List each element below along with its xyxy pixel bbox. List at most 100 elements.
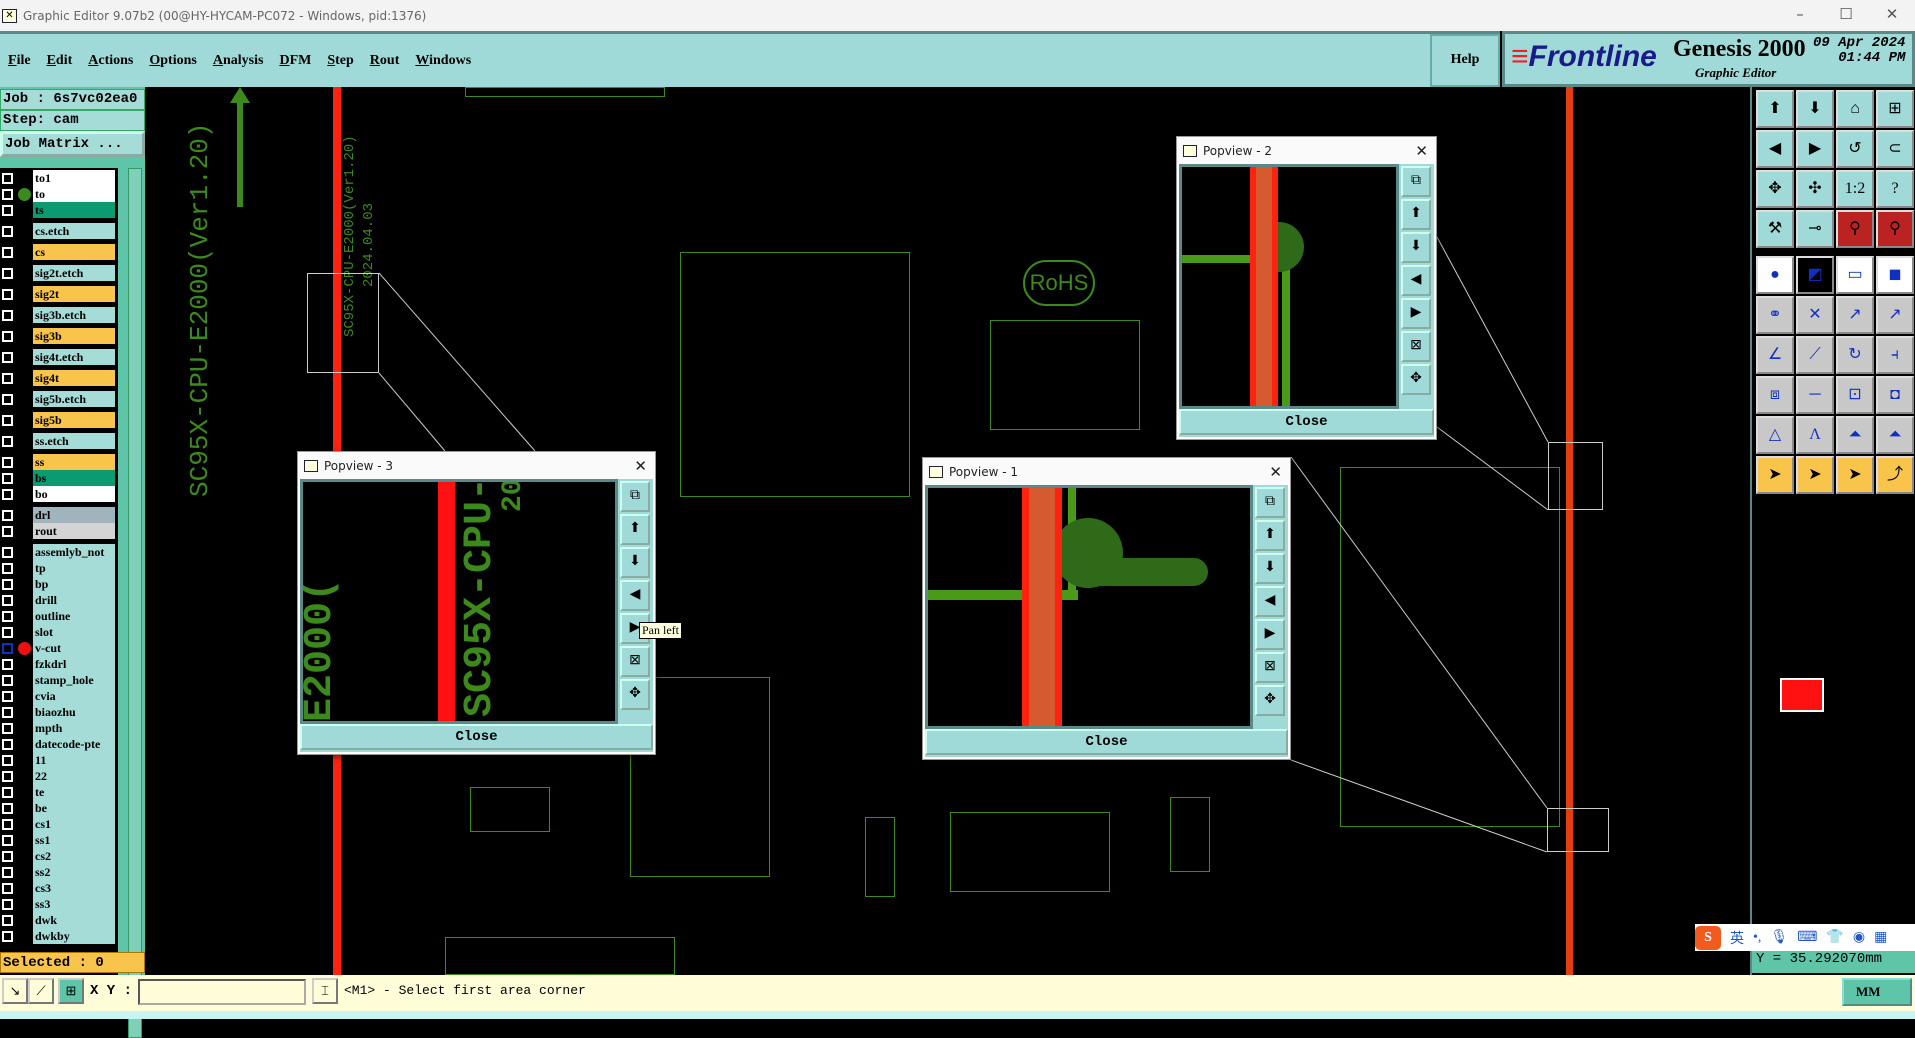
layer-name[interactable]: sig2t.etch [33, 265, 115, 281]
layer-row-v-cut[interactable]: v-cut [0, 640, 118, 656]
layer-checkbox[interactable] [2, 247, 13, 258]
layer-name[interactable]: to [33, 186, 115, 202]
layer-row-dwkby[interactable]: dwkby [0, 928, 118, 944]
punctuation-icon[interactable]: •, [1753, 929, 1762, 945]
layer-name[interactable]: ss3 [33, 896, 115, 912]
zoom-in-icon[interactable]: ✥ [1756, 170, 1794, 208]
angle-icon[interactable]: Λ [1796, 416, 1834, 454]
layer-name[interactable]: ss [33, 454, 115, 470]
copy-icon[interactable]: ◩ [1796, 256, 1834, 294]
zoom-home-icon[interactable]: ⧉ [1255, 487, 1285, 518]
layer-name[interactable]: dwk [33, 912, 115, 928]
measure-icon[interactable]: ⊡ [1836, 376, 1874, 414]
pan-down-icon[interactable]: ⬇ [1255, 553, 1285, 584]
zoom-home-icon[interactable]: ⧉ [620, 481, 650, 512]
layer-checkbox[interactable] [2, 899, 13, 910]
zoom-home-icon[interactable]: ⧉ [1401, 166, 1431, 197]
feature-select-icon[interactable]: ● [1756, 256, 1794, 294]
layer-checkbox[interactable] [2, 289, 13, 300]
layer-checkbox[interactable] [2, 457, 13, 468]
layer-checkbox[interactable] [2, 473, 13, 484]
zoom-xy-icon[interactable]: ⊞ [1876, 90, 1914, 128]
layer-row-bp[interactable]: bp [0, 576, 118, 592]
zoom-in-icon[interactable]: ⊠ [1401, 331, 1431, 362]
menu-options[interactable]: Options [149, 52, 197, 68]
layer-checkbox[interactable] [2, 707, 13, 718]
layer-row-mpth[interactable]: mpth [0, 720, 118, 736]
layer-row-cs.etch[interactable]: cs.etch [0, 223, 118, 239]
layer-checkbox[interactable] [2, 436, 13, 447]
layer-row-ss.etch[interactable]: ss.etch [0, 433, 118, 449]
layer-checkbox[interactable] [2, 739, 13, 750]
layer-row-slot[interactable]: slot [0, 624, 118, 640]
layer-checkbox[interactable] [2, 373, 13, 384]
layer-checkbox[interactable] [2, 611, 13, 622]
layer-name[interactable]: drill [33, 592, 115, 608]
layer-name[interactable]: cs.etch [33, 223, 115, 239]
pan-up-icon[interactable]: ⬆ [1255, 520, 1285, 551]
layer-name[interactable]: cs2 [33, 848, 115, 864]
layer-row-be[interactable]: be [0, 800, 118, 816]
zoom-in-icon[interactable]: ⊠ [620, 646, 650, 677]
layer-checkbox[interactable] [2, 226, 13, 237]
layer-row-to[interactable]: to [0, 186, 118, 202]
layer-checkbox[interactable] [2, 173, 13, 184]
pan-up-icon[interactable]: ⬆ [1401, 199, 1431, 230]
layer-name[interactable]: tp [33, 560, 115, 576]
layer-row-cs2[interactable]: cs2 [0, 848, 118, 864]
layer-row-biaozhu[interactable]: biaozhu [0, 704, 118, 720]
layer-row-fzkdrl[interactable]: fzkdrl [0, 656, 118, 672]
layer-row-ts[interactable]: ts [0, 202, 118, 218]
drc2-icon[interactable]: ⚲ [1876, 210, 1914, 248]
layer-name[interactable]: be [33, 800, 115, 816]
zoom-out-icon[interactable]: ✥ [1401, 364, 1431, 395]
layer-checkbox[interactable] [2, 819, 13, 830]
arch-icon[interactable]: ⏶ [1836, 416, 1874, 454]
layer-row-bs[interactable]: bs [0, 470, 118, 486]
pad-icon[interactable]: ◼ [1876, 256, 1914, 294]
layer-checkbox[interactable] [2, 659, 13, 670]
layer-checkbox[interactable] [2, 205, 13, 216]
layer-name[interactable]: ss1 [33, 832, 115, 848]
minimize-button[interactable]: – [1796, 5, 1804, 23]
shapes-icon[interactable]: ◘ [1876, 376, 1914, 414]
layer-row-ss2[interactable]: ss2 [0, 864, 118, 880]
layer-name[interactable]: slot [33, 624, 115, 640]
pan-down-icon[interactable]: ⬇ [620, 547, 650, 578]
layer-name[interactable]: fzkdrl [33, 656, 115, 672]
layer-name[interactable]: bo [33, 486, 115, 502]
close-window-button[interactable]: ✕ [1885, 5, 1899, 23]
microphone-icon[interactable]: 🎙 [1770, 930, 1789, 945]
ime-language[interactable]: 英 [1730, 931, 1744, 947]
layer-row-ss1[interactable]: ss1 [0, 832, 118, 848]
layer-name[interactable]: stamp_hole [33, 672, 115, 688]
mirror-icon[interactable]: ⫞ [1876, 336, 1914, 374]
layer-checkbox[interactable] [2, 755, 13, 766]
arch2-icon[interactable]: ⏶ [1876, 416, 1914, 454]
pan-down-icon[interactable]: ⬇ [1401, 232, 1431, 263]
zoom-area-icon[interactable]: ↘ [2, 978, 28, 1004]
layer-checkbox[interactable] [2, 579, 13, 590]
redraw-icon[interactable]: ⊂ [1876, 130, 1914, 168]
layer-name[interactable]: sig5b.etch [33, 391, 115, 407]
popview-canvas[interactable]: SC95X-CPU-E E2000( 20 [300, 479, 618, 724]
layer-row-sig2t[interactable]: sig2t [0, 286, 118, 302]
layer-row-sig4t.etch[interactable]: sig4t.etch [0, 349, 118, 365]
layer-name[interactable]: ss2 [33, 864, 115, 880]
units-dropdown[interactable]: MM [1842, 978, 1912, 1006]
layer-name[interactable]: cs1 [33, 816, 115, 832]
resize-icon[interactable]: ⧈ [1756, 376, 1794, 414]
maximize-button[interactable]: ☐ [1839, 5, 1853, 23]
pan-right-icon[interactable]: ▶ [1401, 298, 1431, 329]
arc-icon[interactable]: ↻ [1836, 336, 1874, 374]
layer-checkbox[interactable] [2, 851, 13, 862]
layer-name[interactable]: bp [33, 576, 115, 592]
layer-name[interactable]: 11 [33, 752, 115, 768]
pan-up-icon[interactable]: ⬆ [620, 514, 650, 545]
menu-analysis[interactable]: Analysis [212, 52, 264, 68]
layer-row-sig3b[interactable]: sig3b [0, 328, 118, 344]
layer-row-dwk[interactable]: dwk [0, 912, 118, 928]
layer-row-cs1[interactable]: cs1 [0, 816, 118, 832]
layer-name[interactable]: ts [33, 202, 115, 218]
move-icon[interactable]: ↗ [1836, 296, 1874, 334]
